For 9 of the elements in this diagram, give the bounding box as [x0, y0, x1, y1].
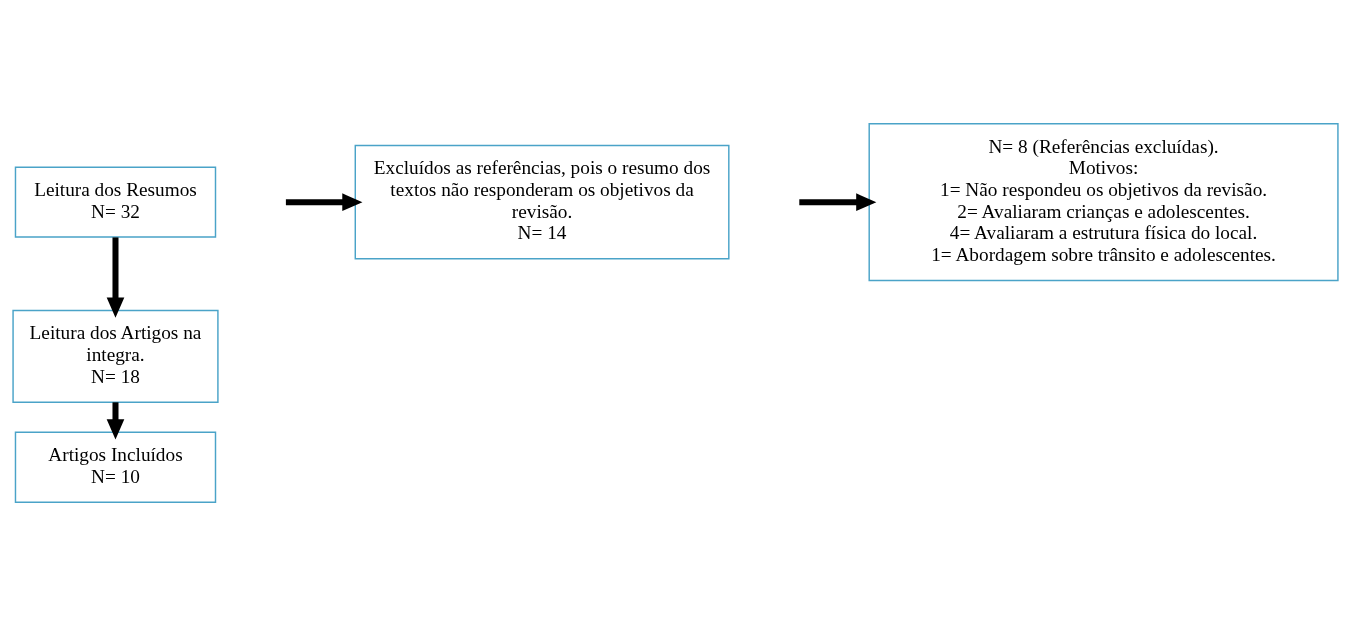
node-box: Excluídos as referências, pois o resumo dos textos não responderam os objetivos da revisão. N= 14: [354, 144, 730, 260]
node-box: Leitura dos Artigos na integra. N= 18: [12, 309, 219, 403]
arrow: [106, 237, 125, 318]
arrow: [285, 193, 363, 211]
node-box: Leitura dos Resumos N= 32: [14, 166, 217, 238]
arrow: [106, 402, 125, 440]
node-box: N= 8 (Referências excluídas). Motivos: 1= Não respondeu os objetivos da revisão. 2= Avaliaram crianças e adolescentes. 4= Avaliaram a estrutura física do local. 1= Abordagem sobre trânsito e adolescentes.: [868, 123, 1339, 282]
arrow: [799, 193, 877, 211]
node-box: Artigos Incluídos N= 10: [14, 431, 217, 503]
